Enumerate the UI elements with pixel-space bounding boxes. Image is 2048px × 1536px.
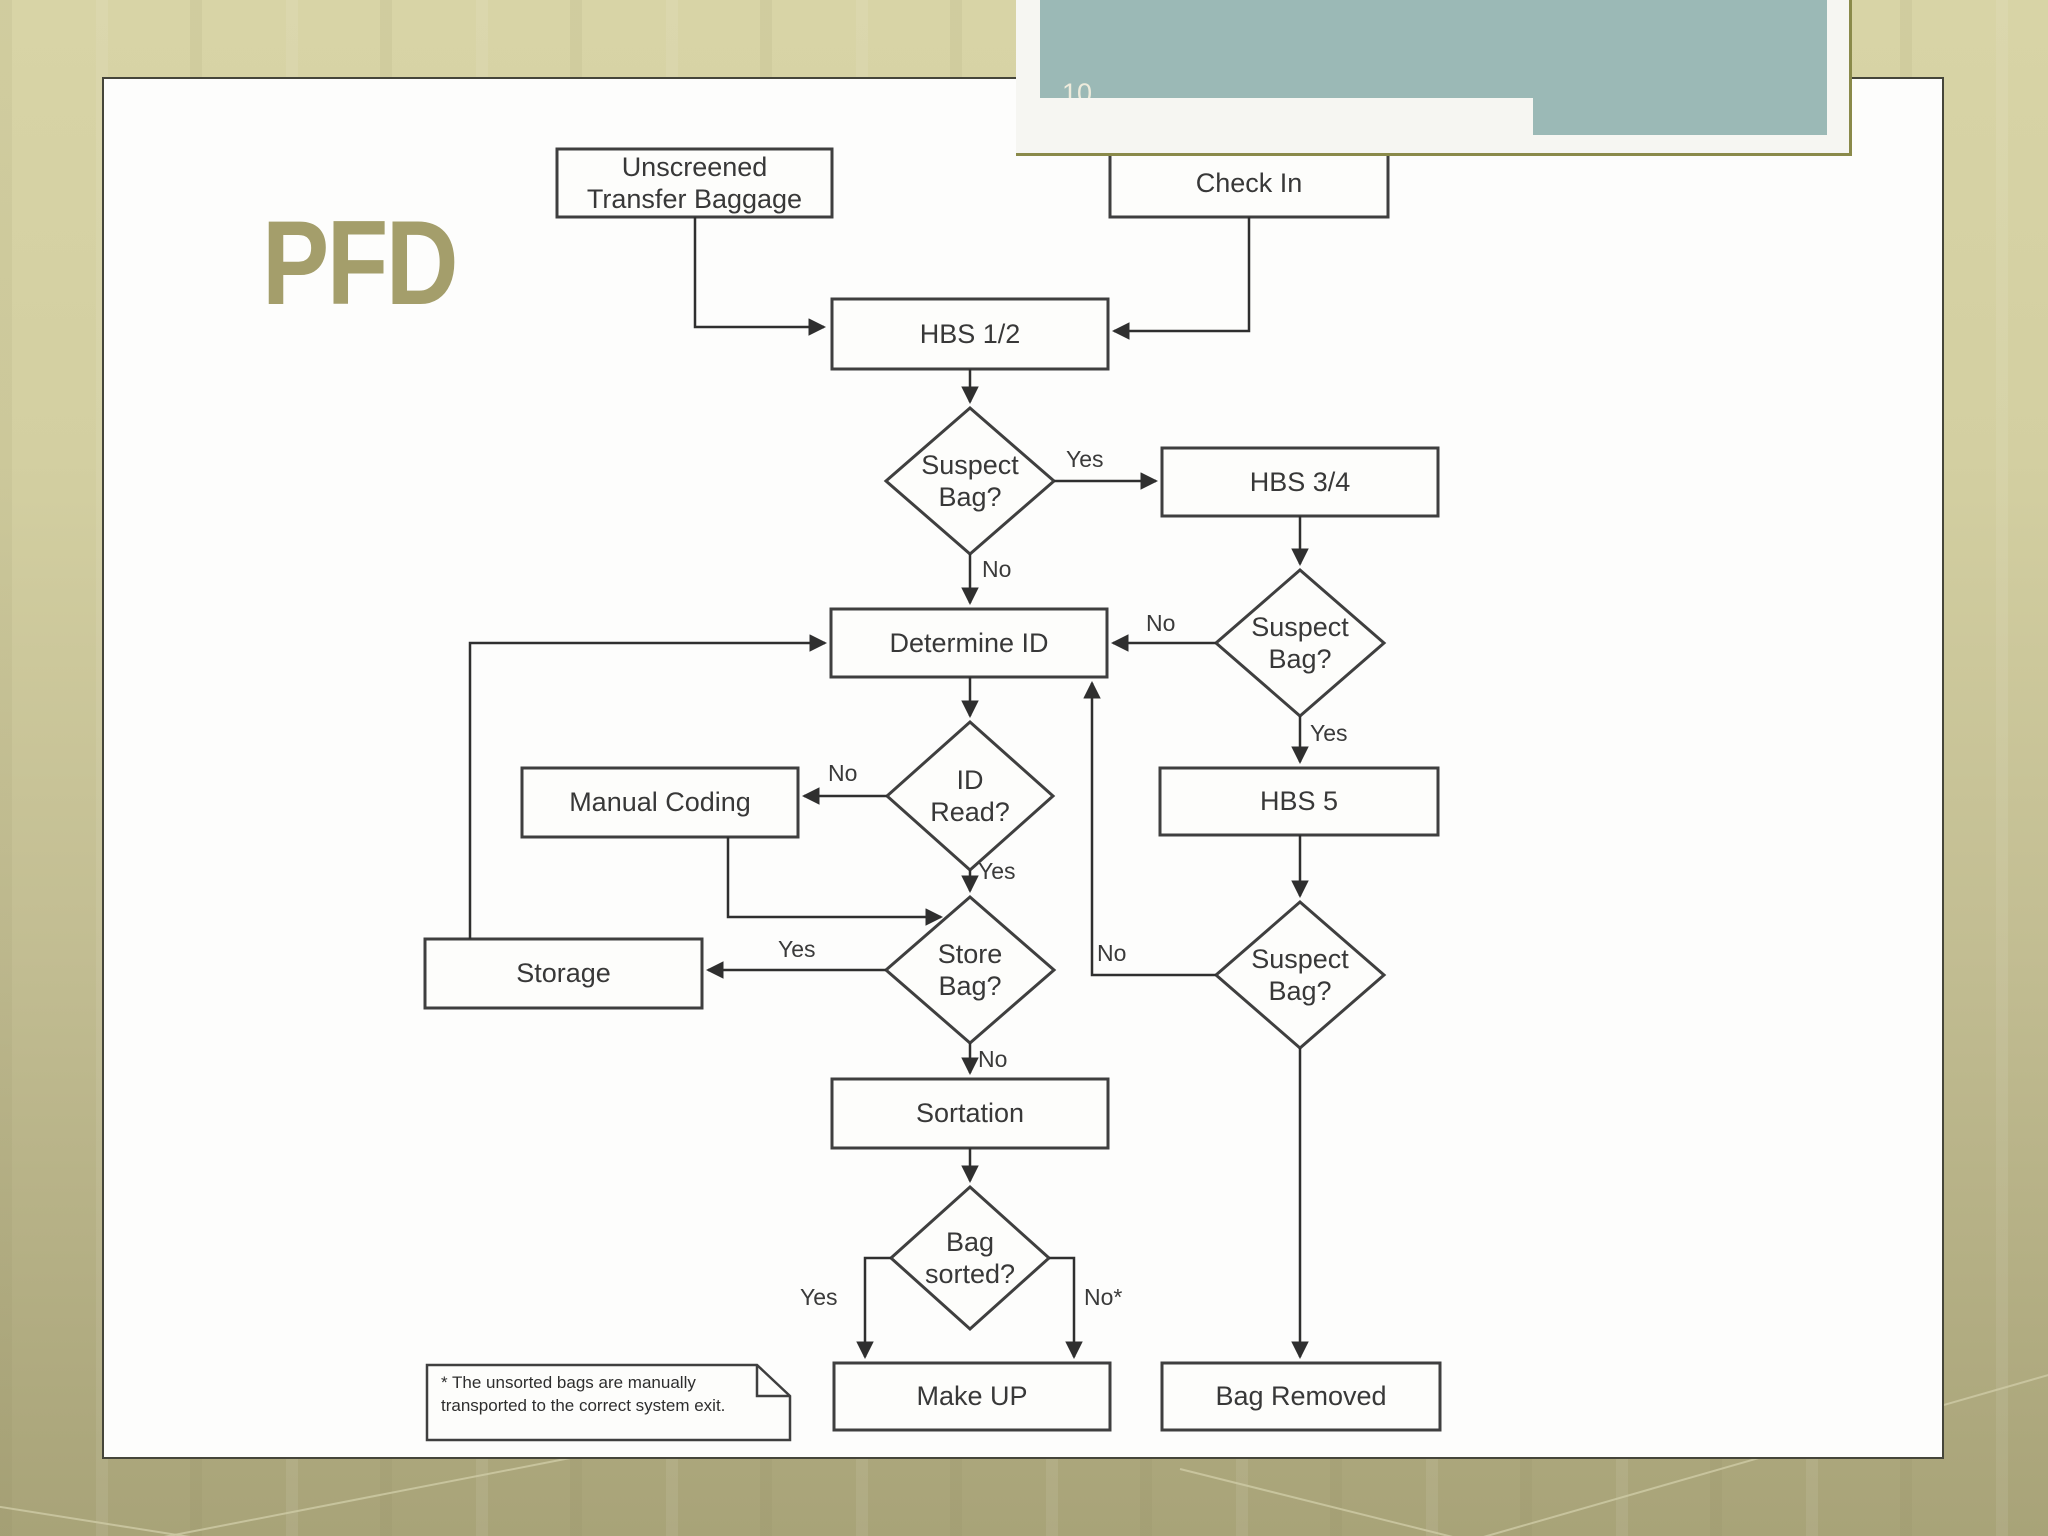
node-hbs5-label: HBS 5 [1259, 786, 1339, 817]
slide-page-number: 10 [1062, 78, 1093, 98]
node-storage-label: Storage [516, 958, 611, 989]
node-make-up-label: Make UP [916, 1381, 1028, 1412]
node-hbs5-shape [1158, 766, 1440, 837]
node-manual-coding-label: Manual Coding [569, 787, 751, 818]
node-storage-shape [423, 937, 704, 1010]
connector-suspect3-determine [1083, 680, 1216, 977]
node-suspect1-label: Suspect Bag? [921, 449, 1019, 512]
node-bag-removed-shape [1160, 1361, 1442, 1432]
header-photo-frame: 10 [1016, 0, 1852, 156]
edge-label-suspect1-no: No [982, 556, 1012, 582]
edge-label-bag-sorted-yes: Yes [800, 1284, 838, 1310]
node-check-in-label: Check In [1195, 167, 1303, 198]
edge-label-store-bag-yes: Yes [778, 936, 816, 962]
connector-manual-storebag [726, 837, 944, 926]
connector-bagsorted-makeup-no [1049, 1256, 1083, 1360]
node-store-bag-label: Store Bag? [937, 938, 1003, 1001]
connector-storage-determine [468, 634, 828, 939]
edge-label-store-bag-no: No [978, 1046, 1008, 1072]
node-bag-removed-label: Bag Removed [1215, 1381, 1387, 1412]
edge-label-bag-sorted-no: No* [1084, 1284, 1123, 1310]
edge-label-suspect2-no: No [1146, 610, 1176, 636]
node-bag-sorted-label: Bag sorted? [924, 1226, 1016, 1289]
edge-label-suspect3-no: No [1097, 940, 1127, 966]
node-id-read-label: ID Read? [930, 764, 1010, 827]
node-manual-coding-shape [520, 766, 800, 839]
footnote-text: * The unsorted bags are manually transpo… [441, 1373, 726, 1415]
edge-label-suspect2-yes: Yes [1310, 720, 1348, 746]
node-sortation-shape [830, 1077, 1110, 1150]
node-unscreened-label: Unscreened Transfer Baggage [586, 151, 803, 214]
edge-label-id-read-no: No [828, 760, 858, 786]
node-suspect2-label: Suspect Bag? [1251, 611, 1349, 674]
note-shape [425, 1363, 792, 1442]
node-hbs34-label: HBS 3/4 [1249, 466, 1351, 497]
node-unscreened-shape [555, 147, 834, 219]
node-determine-id-label: Determine ID [889, 627, 1049, 658]
connector-unscreened-hbs12 [693, 217, 827, 336]
header-photo-image: 10 [1040, 0, 1827, 98]
node-sortation-label: Sortation [915, 1098, 1025, 1129]
connector-bagsorted-makeup-yes [856, 1256, 891, 1360]
node-hbs12-label: HBS 1/2 [919, 318, 1021, 349]
edge-label-id-read-yes: Yes [978, 858, 1016, 884]
connector-checkin-hbs12 [1111, 217, 1251, 340]
node-suspect3-label: Suspect Bag? [1251, 943, 1349, 1006]
node-determine-id-shape [829, 607, 1109, 679]
node-check-in-shape [1108, 147, 1390, 219]
node-hbs34-shape [1160, 446, 1440, 518]
node-bag-sorted-shape [888, 1184, 1052, 1332]
node-make-up-shape [832, 1361, 1112, 1432]
slide-title: PFD [262, 196, 459, 330]
note-fold-corner [755, 1365, 790, 1398]
edge-label-suspect1-yes: Yes [1066, 446, 1104, 472]
